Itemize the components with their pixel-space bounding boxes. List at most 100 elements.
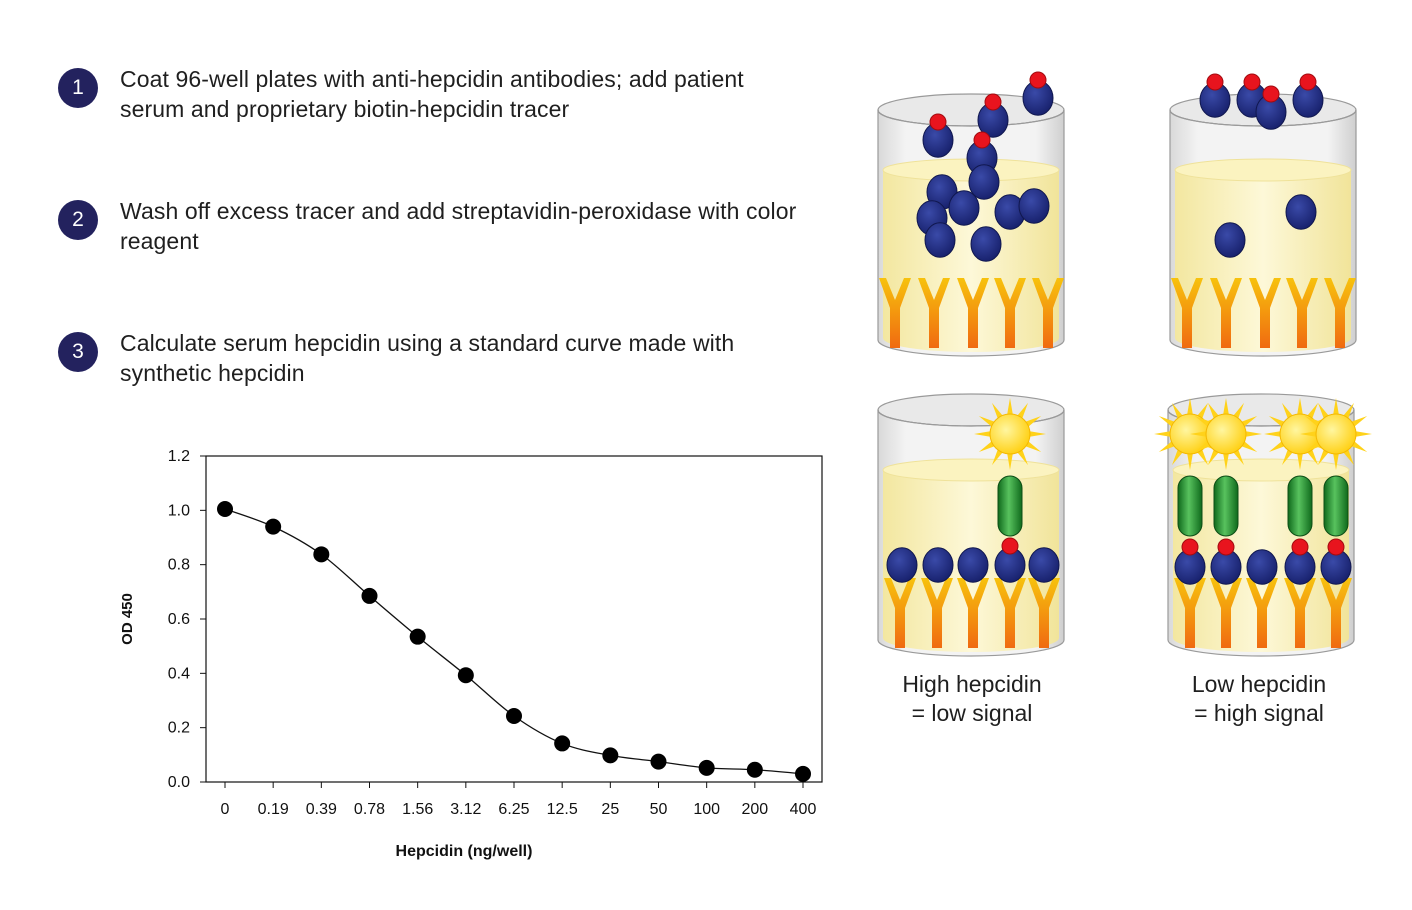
caption-line: High hepcidin — [902, 671, 1042, 697]
sun-ray — [1158, 441, 1175, 452]
sun-ray — [1245, 431, 1262, 437]
y-tick-label: 1.2 — [168, 448, 190, 465]
streptavidin-icon — [1177, 475, 1203, 537]
biotin-icon — [984, 93, 1002, 111]
sun-core — [1205, 413, 1247, 455]
signal-sun-icon — [1190, 398, 1262, 470]
streptavidin-icon — [997, 475, 1023, 537]
sun-ray — [1304, 441, 1321, 452]
sun-ray — [1233, 402, 1244, 419]
data-point — [602, 747, 619, 764]
signal-sun-icon — [1300, 398, 1372, 470]
y-tick-label: 0.6 — [168, 611, 190, 628]
biotin-icon — [973, 131, 991, 149]
sun-ray — [1307, 402, 1318, 419]
data-point — [795, 765, 811, 782]
biotin-icon — [1299, 73, 1317, 91]
sun-ray — [1208, 449, 1219, 466]
x-tick-label: 50 — [650, 801, 668, 818]
step-number-badge: 1 — [58, 68, 98, 108]
sun-ray — [1194, 416, 1211, 427]
y-tick-label: 0.2 — [168, 720, 190, 737]
data-point — [409, 628, 426, 645]
sun-ray — [978, 441, 995, 452]
hepcidin-icon — [924, 222, 956, 258]
antibody-icon — [994, 578, 1026, 648]
biotin-icon — [1217, 538, 1235, 556]
antibody-icon — [957, 278, 989, 348]
sun-ray — [978, 416, 995, 427]
sun-ray — [1233, 449, 1244, 466]
y-tick-label: 0.0 — [168, 774, 190, 791]
antibody-icon — [884, 578, 916, 648]
sun-ray — [1241, 416, 1258, 427]
data-point — [746, 761, 763, 778]
data-point — [506, 707, 522, 724]
sun-ray — [1343, 402, 1354, 419]
sun-ray — [1297, 398, 1303, 415]
liquid-surface — [1172, 458, 1350, 482]
sun-ray — [1197, 449, 1208, 466]
series-line — [224, 508, 804, 775]
biotin-icon — [1001, 537, 1019, 555]
well-rim-front — [877, 409, 1065, 427]
x-tick-label: 12.5 — [547, 801, 578, 818]
sun-ray — [1282, 402, 1293, 419]
sun-ray — [1025, 441, 1042, 452]
hepcidin-icon — [1214, 222, 1246, 258]
sun-ray — [1241, 441, 1258, 452]
x-tick-label: 100 — [693, 801, 720, 818]
hepcidin-icon — [948, 190, 980, 226]
sun-ray — [1029, 431, 1046, 437]
hepcidin-icon — [957, 547, 989, 583]
antibody-icon — [1210, 578, 1242, 648]
well-illustrations — [877, 71, 1372, 657]
antibody-icon — [1028, 578, 1060, 648]
well-step1-high-hepcidin — [877, 71, 1065, 357]
antibody-icon — [1286, 278, 1318, 348]
x-tick-label: 0.78 — [354, 801, 385, 818]
streptavidin-icon — [1323, 475, 1349, 537]
sun-ray — [1333, 398, 1339, 415]
sun-ray — [992, 449, 1003, 466]
sun-ray — [1223, 453, 1229, 470]
sun-ray — [1307, 449, 1318, 466]
caption-line: = high signal — [1194, 700, 1324, 726]
hepcidin-icon — [1285, 194, 1317, 230]
sun-ray — [1268, 416, 1285, 427]
hepcidin-icon — [886, 547, 918, 583]
x-tick-label: 0.39 — [306, 801, 337, 818]
sun-ray — [1223, 398, 1229, 415]
sun-ray — [1194, 441, 1211, 452]
antibody-icon — [879, 278, 911, 348]
x-tick-label: 6.25 — [498, 801, 529, 818]
sun-ray — [1017, 402, 1028, 419]
step-text: Coat 96-well plates with anti-hepcidin a… — [120, 66, 744, 122]
sun-ray — [1172, 449, 1183, 466]
step-text: Wash off excess tracer and add streptavi… — [120, 198, 797, 254]
sun-ray — [1208, 402, 1219, 419]
antibody-icon — [921, 578, 953, 648]
sun-ray — [1282, 449, 1293, 466]
sun-ray — [1025, 416, 1042, 427]
antibody-icon — [1284, 578, 1316, 648]
data-point — [217, 500, 233, 517]
streptavidin-icon — [1287, 475, 1313, 537]
sun-ray — [1318, 402, 1329, 419]
sun-ray — [1158, 416, 1175, 427]
biotin-icon — [1029, 71, 1047, 89]
sun-ray — [992, 402, 1003, 419]
y-tick-label: 0.8 — [168, 557, 190, 574]
step-1: 1 Coat 96-well plates with anti-hepcidin… — [58, 64, 798, 124]
antibody-icon — [1249, 278, 1281, 348]
well-step2-high-hepcidin — [877, 393, 1065, 657]
well-rim-front — [877, 109, 1065, 127]
sun-ray — [1007, 398, 1013, 415]
sun-ray — [1172, 402, 1183, 419]
liquid-surface — [882, 458, 1060, 482]
data-point — [457, 667, 474, 684]
sun-ray — [1187, 398, 1193, 415]
sun-ray — [1264, 431, 1281, 437]
data-point — [554, 735, 571, 752]
